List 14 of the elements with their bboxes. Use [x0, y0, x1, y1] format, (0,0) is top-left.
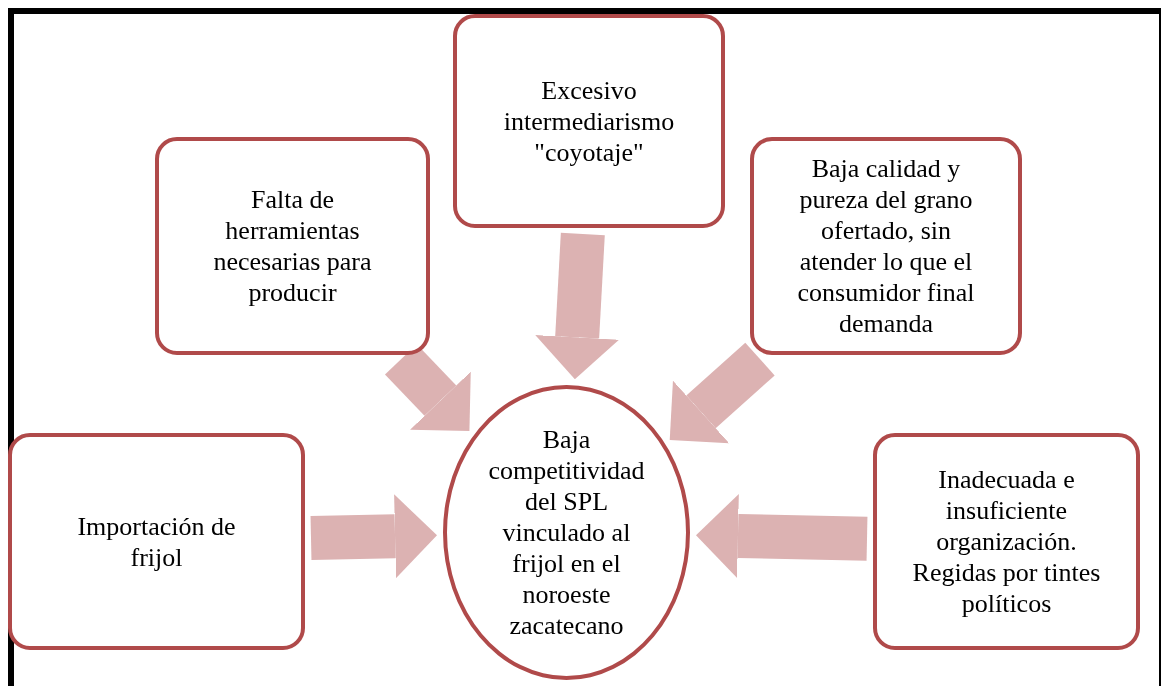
block-arrow	[310, 494, 437, 579]
block-arrow	[535, 232, 620, 380]
cause-box	[453, 14, 725, 228]
cause-box	[873, 433, 1140, 650]
node-text: Baja competitividad del SPL vinculado al frijol en el noroeste zacatecano	[487, 424, 646, 641]
node-text: Baja calidad y pureza del grano ofertado, sin atender lo que el consumidor final demanda	[796, 153, 976, 339]
node-text: Excesivo intermediarismo "coyotaje"	[502, 74, 676, 168]
block-arrow	[696, 494, 868, 578]
node-text: Importación de frijol	[76, 510, 237, 573]
node-text: Falta de herramientas necesarias para producir	[212, 184, 373, 308]
cause-box	[750, 137, 1022, 355]
cause-box	[155, 137, 430, 355]
cause-box	[8, 433, 305, 650]
node-text: Inadecuada e insuficiente organización. Regidas por tintes políticos	[911, 464, 1102, 619]
